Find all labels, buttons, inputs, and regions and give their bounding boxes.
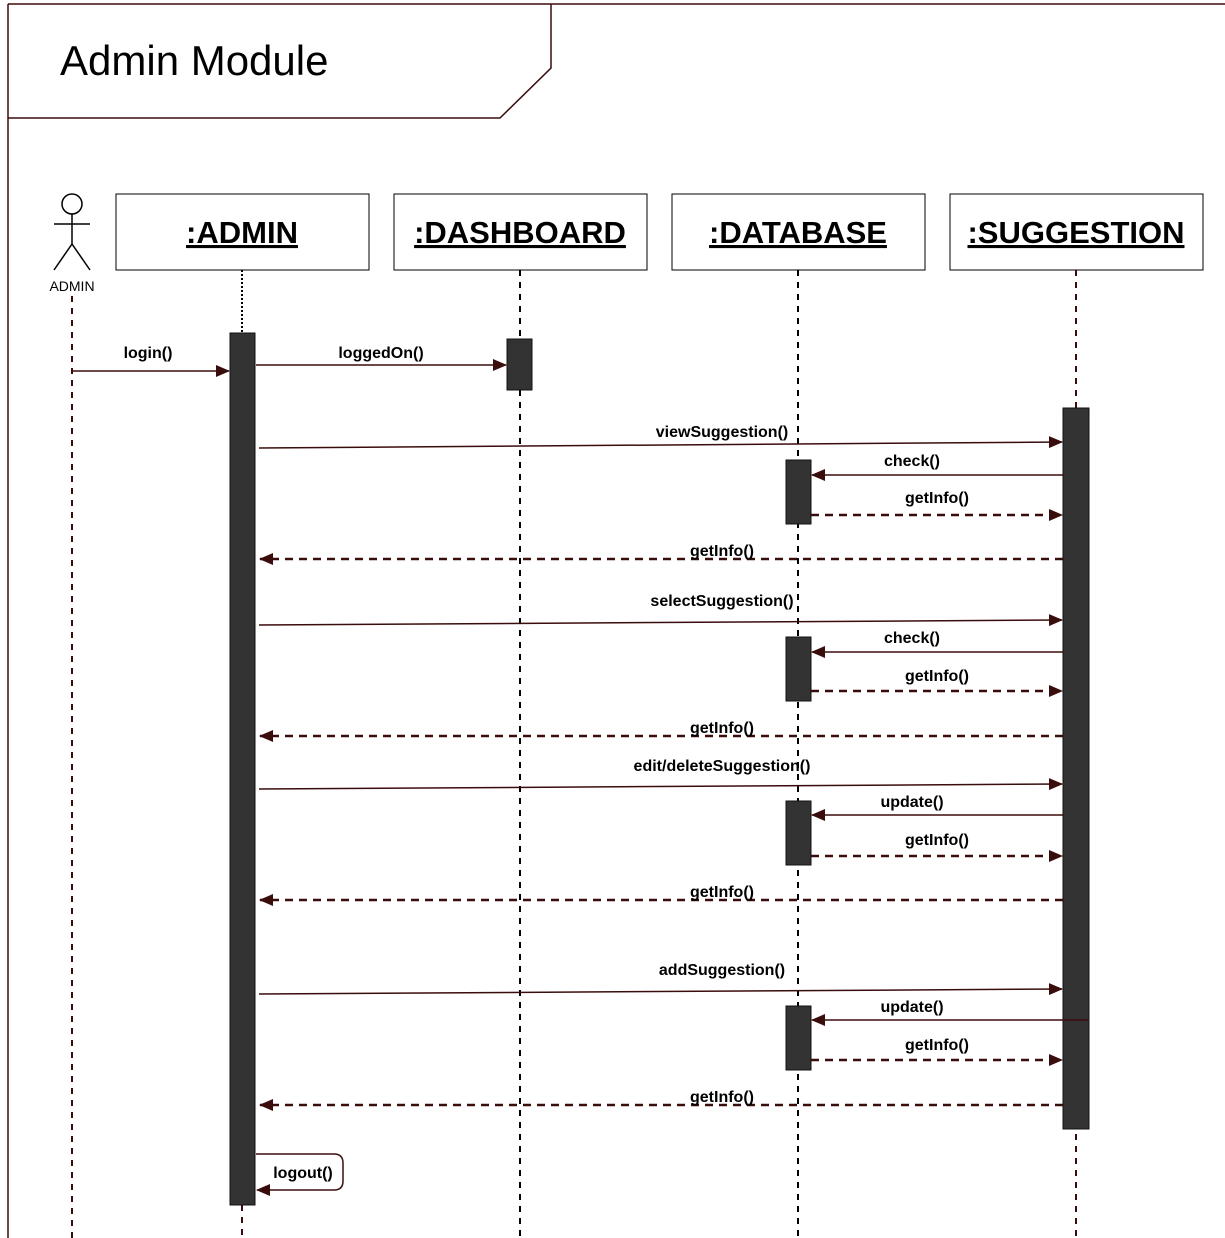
diagram-frame: Admin Module bbox=[7, 3, 1225, 1238]
frame-title-tab bbox=[8, 4, 552, 119]
actor-admin: ADMIN bbox=[49, 193, 95, 1238]
stick-figure-icon bbox=[53, 193, 91, 271]
message-getinfo-return: getInfo() bbox=[811, 668, 1063, 697]
participant-suggestion: :SUGGESTION bbox=[949, 193, 1204, 271]
message-check: check() bbox=[811, 630, 1063, 658]
message-getinfo-return: getInfo() bbox=[259, 543, 1063, 565]
message-getinfo-return: getInfo() bbox=[811, 832, 1063, 862]
message-label: check() bbox=[884, 453, 940, 470]
message-label: update() bbox=[880, 999, 943, 1016]
activation-database bbox=[785, 800, 812, 866]
activation-admin bbox=[229, 332, 256, 1206]
participant-label-database: :DATABASE bbox=[709, 215, 887, 250]
message-getinfo-return: getInfo() bbox=[811, 490, 1063, 521]
message-addsuggestion: addSuggestion() bbox=[258, 962, 1063, 996]
message-loggedon: loggedOn() bbox=[256, 345, 507, 371]
message-label: loggedOn() bbox=[338, 345, 423, 362]
message-label: getInfo() bbox=[690, 1089, 754, 1106]
participant-label-suggestion: :SUGGESTION bbox=[967, 215, 1184, 250]
message-editdeletesuggestion: edit/deleteSuggestion() bbox=[258, 758, 1063, 791]
activation-database bbox=[785, 459, 812, 525]
message-label: check() bbox=[884, 630, 940, 647]
message-label: getInfo() bbox=[690, 543, 754, 560]
actor-label: ADMIN bbox=[49, 278, 94, 294]
message-label: edit/deleteSuggestion() bbox=[634, 758, 811, 775]
message-logout-self: logout() bbox=[256, 1153, 344, 1196]
message-label: getInfo() bbox=[905, 668, 969, 685]
message-label: logout() bbox=[273, 1165, 333, 1182]
message-selectsuggestion: selectSuggestion() bbox=[258, 593, 1063, 627]
activation-database bbox=[785, 1005, 812, 1071]
message-login: login() bbox=[72, 345, 230, 377]
participant-label-admin: :ADMIN bbox=[186, 215, 298, 250]
activation-suggestion bbox=[1062, 407, 1090, 1130]
activation-dashboard bbox=[506, 338, 533, 391]
message-label: viewSuggestion() bbox=[656, 424, 788, 441]
participant-label-dashboard: :DASHBOARD bbox=[414, 215, 626, 250]
message-label: getInfo() bbox=[905, 490, 969, 507]
participant-database: :DATABASE bbox=[671, 193, 926, 271]
message-getinfo-return: getInfo() bbox=[811, 1037, 1063, 1066]
message-getinfo-return: getInfo() bbox=[259, 884, 1063, 906]
message-viewsuggestion: viewSuggestion() bbox=[258, 424, 1063, 449]
message-getinfo-return: getInfo() bbox=[259, 720, 1063, 742]
message-label: getInfo() bbox=[905, 832, 969, 849]
message-label: getInfo() bbox=[690, 884, 754, 901]
message-update: update() bbox=[811, 999, 1088, 1026]
message-check: check() bbox=[811, 453, 1063, 481]
participant-dashboard: :DASHBOARD bbox=[393, 193, 648, 271]
message-update: update() bbox=[811, 794, 1063, 821]
message-label: update() bbox=[880, 794, 943, 811]
activation-database bbox=[785, 636, 812, 702]
frame-title: Admin Module bbox=[60, 37, 328, 84]
message-label: addSuggestion() bbox=[659, 962, 785, 979]
participant-admin: :ADMIN bbox=[115, 193, 370, 271]
message-getinfo-return: getInfo() bbox=[259, 1089, 1063, 1111]
message-label: getInfo() bbox=[905, 1037, 969, 1054]
message-label: selectSuggestion() bbox=[650, 593, 793, 610]
message-label: login() bbox=[124, 345, 173, 362]
message-label: getInfo() bbox=[690, 720, 754, 737]
